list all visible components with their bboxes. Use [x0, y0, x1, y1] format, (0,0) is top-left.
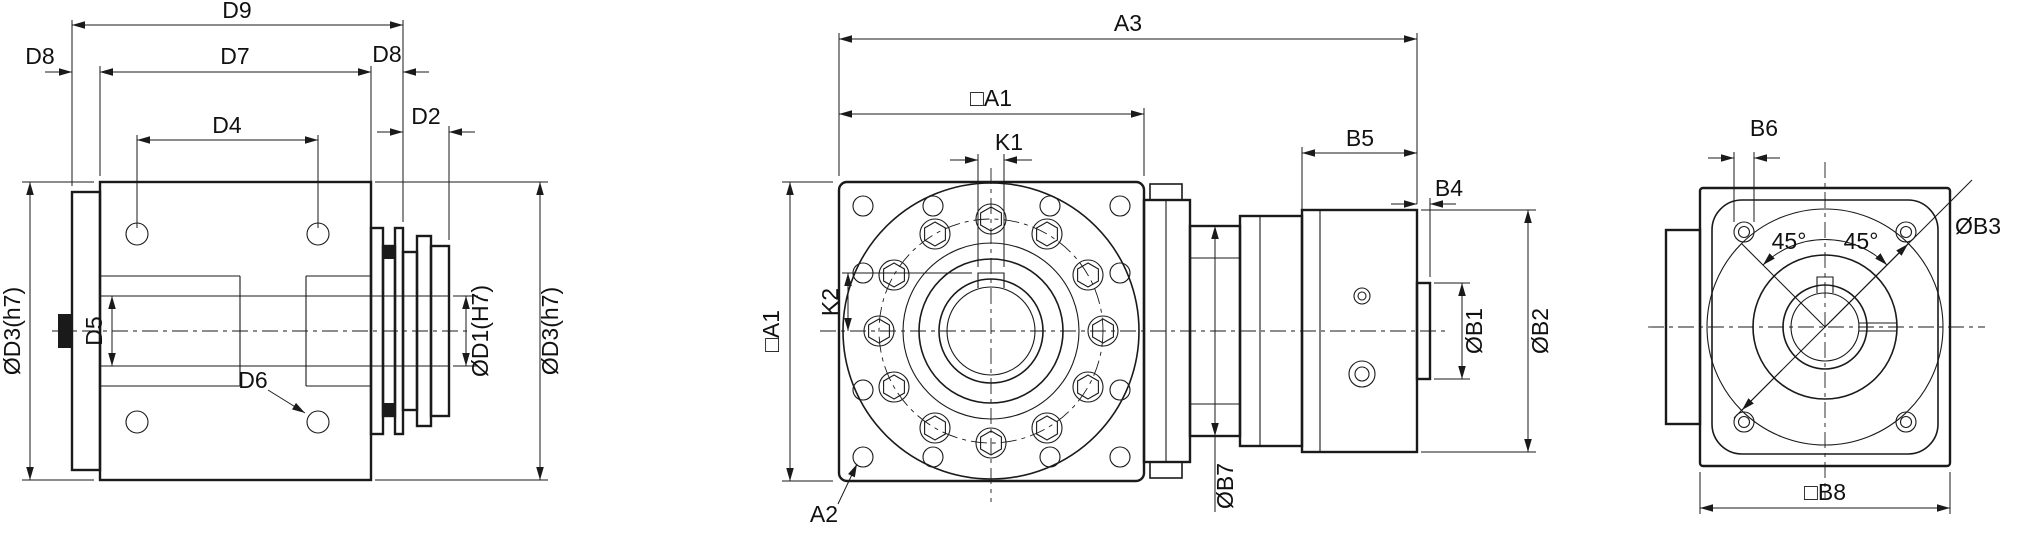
dim-label-angle-right: 45°	[1844, 228, 1879, 254]
front-view-outline	[820, 168, 1448, 502]
dim-label-angle-left: 45°	[1772, 228, 1807, 254]
dim-b8: □B8	[1699, 472, 1951, 514]
dim-label-b4: B4	[1435, 175, 1463, 201]
dim-b5: B5	[1301, 125, 1417, 210]
dim-k1: K1	[950, 129, 1032, 267]
dim-d5: D5	[81, 296, 116, 366]
dim-od3-left: ØD3(h7)	[0, 181, 94, 481]
dim-label-a1-top: □A1	[970, 85, 1012, 111]
dim-d8-right: D8	[345, 41, 429, 76]
dim-a1-top: □A1	[839, 85, 1145, 176]
dim-ob3: ØB3	[1733, 179, 2001, 419]
dim-k2: K2	[817, 272, 972, 331]
dim-label-a3: A3	[1114, 10, 1142, 36]
corner-screw	[1733, 221, 1755, 243]
side-view: D9 D8 D7 D8 D2 D4	[0, 0, 563, 482]
bolt-head-top	[1149, 183, 1183, 201]
dim-label-od1: ØD1(H7)	[467, 285, 493, 377]
dim-a3: A3	[838, 10, 1418, 204]
dim-ob1: ØB1	[1434, 282, 1487, 380]
dim-a2: A2	[810, 463, 858, 527]
mount-hole	[306, 410, 330, 434]
side-view-outline	[52, 180, 470, 482]
dim-d8-left: D8	[25, 43, 127, 76]
dim-od1: ØD1(H7)	[453, 285, 493, 377]
dim-label-d4: D4	[212, 112, 242, 138]
front-view: A3 □A1 K1 B5 B4	[758, 10, 1553, 527]
dim-label-od3-right: ØD3(h7)	[537, 287, 563, 375]
dim-label-d9: D9	[222, 0, 251, 23]
dim-od3-right: ØD3(h7)	[375, 181, 563, 481]
dim-label-ob7: ØB7	[1212, 463, 1238, 509]
plug-screw-small	[1353, 287, 1371, 305]
dim-label-d8-left: D8	[25, 43, 54, 69]
dim-d4: D4	[136, 112, 319, 228]
mount-hole	[125, 410, 149, 434]
plug-screw-large	[1348, 360, 1376, 388]
clamp-screw-top	[384, 247, 394, 259]
dim-label-ob3: ØB3	[1955, 213, 2001, 239]
bolt-head-bottom	[1149, 461, 1183, 479]
dim-label-d8-right: D8	[372, 41, 401, 67]
end-view: 45° 45° ØB3 B6 □B8	[1648, 115, 2001, 514]
dim-d9: D9	[71, 0, 404, 222]
dim-label-d6: D6	[238, 367, 267, 393]
dim-label-d7: D7	[220, 43, 249, 69]
dim-label-k2: K2	[817, 288, 843, 316]
dim-label-b8: □B8	[1804, 479, 1846, 505]
dim-label-k1: K1	[995, 129, 1023, 155]
dim-label-ob2: ØB2	[1527, 308, 1553, 354]
corner-screw	[1895, 411, 1917, 433]
dim-ob2: ØB2	[1421, 209, 1553, 453]
dim-label-a1-left: □A1	[758, 310, 784, 352]
clamp-screw-bottom	[384, 403, 394, 415]
dim-label-b5: B5	[1346, 125, 1374, 151]
dim-label-b6: B6	[1750, 115, 1778, 141]
end-view-outline	[1648, 162, 1985, 498]
dim-label-a2: A2	[810, 501, 838, 527]
dim-angles: 45° 45°	[1762, 228, 1888, 266]
dim-label-od3-left: ØD3(h7)	[0, 287, 25, 375]
dim-d7: D7	[99, 43, 372, 222]
dim-a1-left: □A1	[758, 181, 833, 482]
dim-b4: B4	[1391, 175, 1463, 277]
dim-ob7: ØB7	[1211, 226, 1238, 512]
clamp-slit	[1859, 322, 1897, 332]
dim-label-d2: D2	[411, 103, 440, 129]
dim-d6: D6	[238, 367, 306, 414]
dim-label-ob1: ØB1	[1461, 308, 1487, 354]
dim-d2: D2	[377, 103, 475, 240]
dim-b6: B6	[1708, 115, 1780, 222]
dim-label-d5: D5	[81, 316, 107, 345]
